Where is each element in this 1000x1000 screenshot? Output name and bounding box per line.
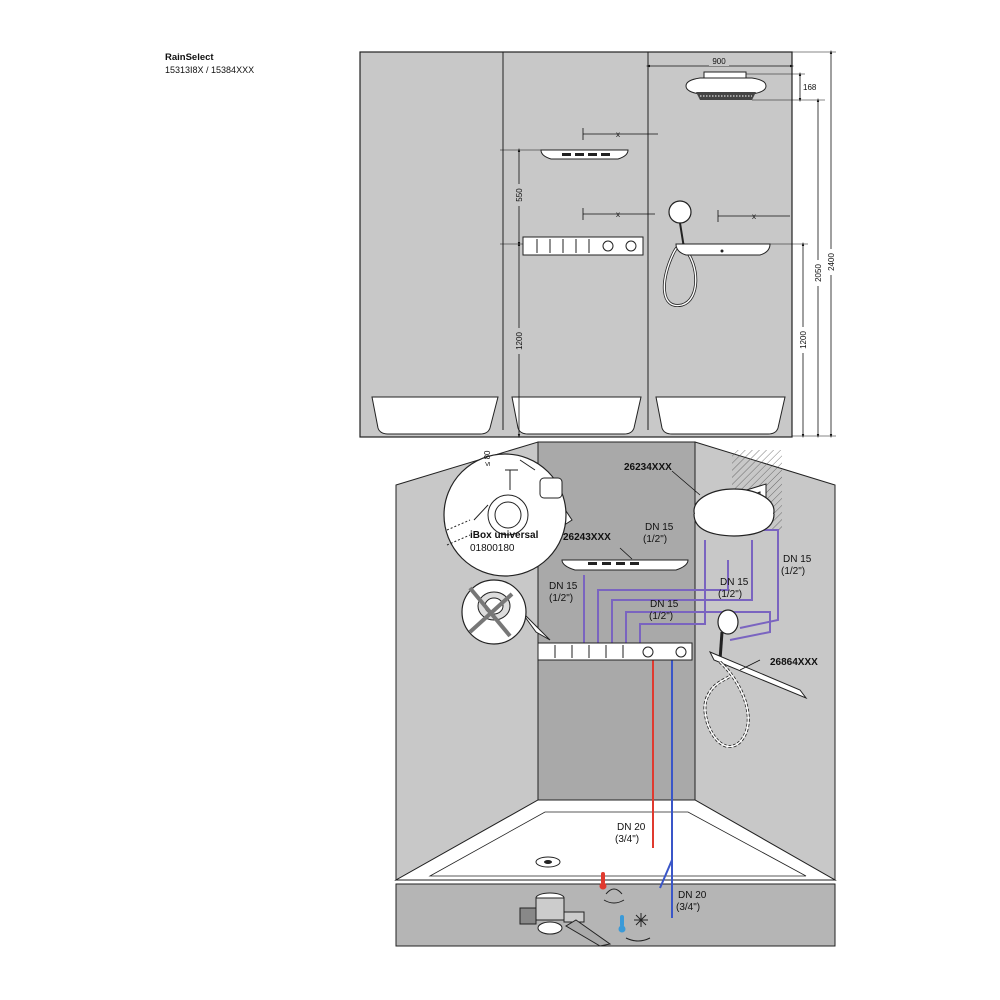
bathtub <box>394 799 837 881</box>
ibox-label: iBox universal <box>470 530 539 541</box>
ibox-code: 01800180 <box>470 543 515 554</box>
hand-shower-holder-code: 26864XXX <box>770 657 818 668</box>
dim-spacing-x: x <box>616 130 620 139</box>
dim-width: 900 <box>712 57 726 66</box>
pipe-label: DN 15 <box>650 599 679 610</box>
dim-spacing-x: x <box>752 212 756 221</box>
snowflake-icon <box>625 913 651 942</box>
overhead-shower-installed <box>693 483 775 537</box>
supply-pipes-dn15 <box>583 529 779 643</box>
pipe-label: DN 15 <box>645 522 674 533</box>
dim-ceiling: 2400 <box>827 253 836 271</box>
wall-cutout-callout <box>461 579 551 645</box>
floor <box>395 883 836 947</box>
pipe-label: DN 15 <box>720 577 749 588</box>
pipe-label: DN 20 <box>617 822 646 833</box>
product-name: RainSelect <box>165 52 214 63</box>
dim-mixer-height: 1200 <box>515 332 524 350</box>
dim-mixer-height: 1200 <box>799 331 808 349</box>
pipe-label: DN 20 <box>678 890 707 901</box>
elevation-view: 900 x x x 550 1200 1200 168 2050 <box>359 50 837 438</box>
water-basin-icon <box>603 888 625 904</box>
overhead-shower-front <box>685 71 767 100</box>
product-header: RainSelect 15313I8X / 15384XXX <box>165 52 254 76</box>
thermostat-installed <box>537 642 693 661</box>
pipe-label: DN 15 <box>549 581 578 592</box>
pipe-label: (3/4") <box>615 834 639 845</box>
drain-trap-icon <box>519 892 612 947</box>
dim-vertical-spacing: 550 <box>515 188 524 202</box>
dim-overhead-total: 2050 <box>814 264 823 282</box>
ibox-callout: ≤ 80 iBox universal 01800180 <box>443 450 573 577</box>
bathtub-outline <box>511 396 642 435</box>
shelf-front <box>540 149 629 160</box>
thermometer-hot-icon <box>599 872 607 890</box>
pipe-label: (1/2") <box>643 534 667 545</box>
thermometer-cold-icon <box>618 915 626 933</box>
thermostat-front <box>522 236 644 256</box>
dim-spacing-x: x <box>616 210 620 219</box>
hand-shower-front <box>662 200 698 307</box>
bathtub-outline <box>655 396 786 435</box>
article-numbers: 15313I8X / 15384XXX <box>165 65 255 75</box>
pipe-label: (1/2") <box>649 611 673 622</box>
installation-view: ≤ 80 iBox universal 01800180 <box>394 441 837 947</box>
pipe-label: DN 15 <box>783 554 812 565</box>
pipe-label: (3/4") <box>676 902 700 913</box>
pipe-label: (1/2") <box>781 566 805 577</box>
hand-shower-installed <box>703 609 808 748</box>
holder-shelf-front <box>675 243 771 256</box>
shelf-code: 26243XXX <box>563 532 611 543</box>
bathtub-outline <box>371 396 499 435</box>
ibox-dim: ≤ 80 <box>483 450 492 466</box>
pipe-label: (1/2") <box>549 593 573 604</box>
pipe-label: (1/2") <box>718 589 742 600</box>
dim-overhead-height: 168 <box>803 83 817 92</box>
overhead-shower-code: 26234XXX <box>624 462 672 473</box>
shelf-installed <box>561 559 689 571</box>
